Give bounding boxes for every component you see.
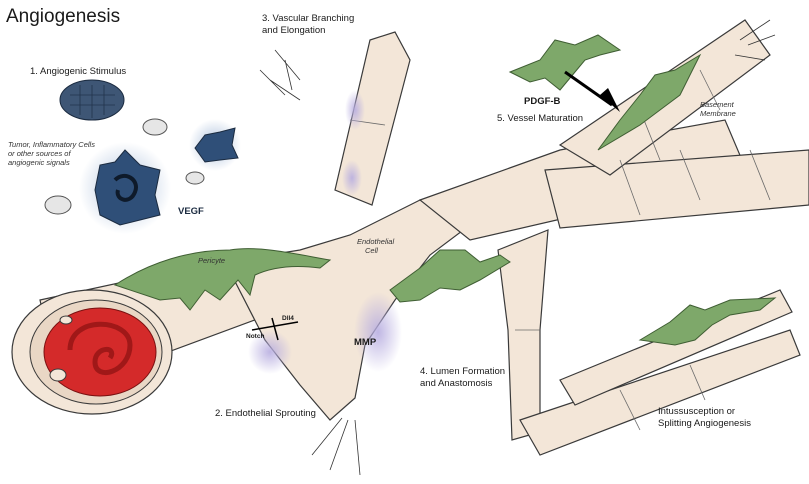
pericyte-label: Pericyte [198,256,225,265]
tumor-label-line1: Tumor, Inflammatory Cells [8,140,95,149]
step-intussusception-line1: Intussusception or [658,406,751,418]
step-vascular-branching-line2: and Elongation [262,25,354,37]
pdgfb-arrow [565,72,620,112]
basement-membrane-label-line1: Basement [700,100,736,109]
vegf-label: VEGF [178,206,204,217]
step-lumen-formation-line2: and Anastomosis [420,378,505,390]
step-angiogenic-stimulus: 1. Angiogenic Stimulus [30,66,126,78]
endothelial-cell-label-line1: Endothelial [357,237,394,246]
endothelial-cell-label: Endothelial Cell [357,237,394,255]
step-endothelial-sprouting: 2. Endothelial Sprouting [215,408,316,420]
vessel-cross-section [12,290,172,414]
step-lumen-formation: 4. Lumen Formation and Anastomosis [420,366,505,390]
signaling-cell [189,119,241,171]
tumor-cell-cluster [60,80,124,120]
step-intussusception: Intussusception or Splitting Angiogenesi… [658,406,751,430]
step-vessel-maturation: 5. Vessel Maturation [497,113,583,125]
step-vascular-branching-line1: 3. Vascular Branching [262,13,354,25]
basement-membrane-label-line2: Membrane [700,109,736,118]
tumor-label-line2: or other sources of [8,149,95,158]
endothelial-cell-label-line2: Cell [357,246,394,255]
basement-membrane-label: Basement Membrane [700,100,736,118]
mmp-label: MMP [354,337,376,348]
pdgfb-label: PDGF-B [524,96,560,107]
dll4-label: Dll4 [282,315,294,323]
pericyte-top [510,35,620,90]
step-intussusception-line2: Splitting Angiogenesis [658,418,751,430]
tumor-label-line3: angiogenic signals [8,158,95,167]
tumor-label: Tumor, Inflammatory Cells or other sourc… [8,140,95,167]
notch-label: Notch [246,333,264,341]
step-vascular-branching: 3. Vascular Branching and Elongation [262,13,354,37]
step-lumen-formation-line1: 4. Lumen Formation [420,366,505,378]
diagram-title: Angiogenesis [6,6,120,28]
